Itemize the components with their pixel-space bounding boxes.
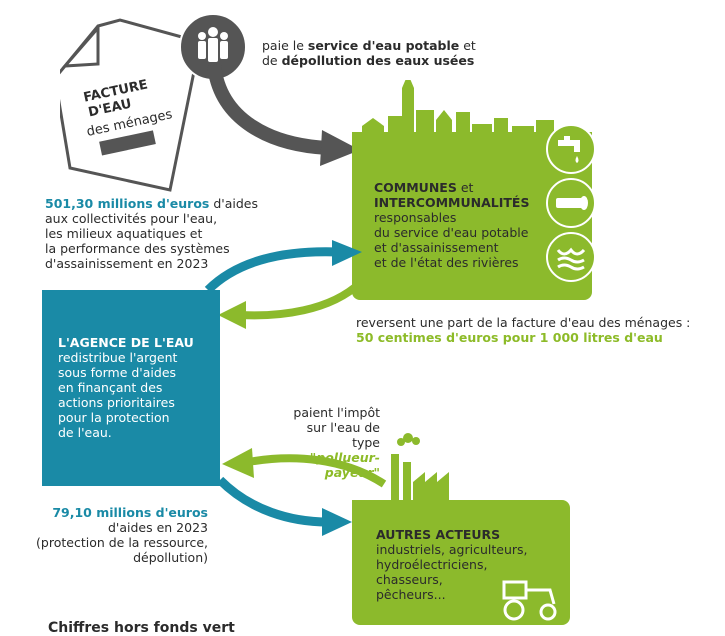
reverse-text: reversent une part de la facture d'eau d… (356, 315, 691, 345)
aid-arrow-to-others (216, 476, 352, 536)
people-icon (179, 13, 247, 81)
water-wave-icon (546, 232, 596, 282)
tractor-icon (502, 580, 557, 621)
households-pay-text: paie le service d'eau potable et de dépo… (262, 38, 476, 68)
factory-icon (391, 433, 449, 502)
others-box (352, 500, 570, 625)
footer-note: Chiffres hors fonds vert (48, 620, 235, 636)
tax-text: paient l'impôt sur l'eau de type "pollue… (293, 405, 380, 480)
communes-box (352, 150, 592, 300)
tap-icon (546, 124, 596, 174)
tax-arrow-to-agency (222, 448, 387, 488)
reversal-arrow-to-agency (218, 280, 363, 329)
aid-collectivities-text: 501,30 millions d'euros d'aides aux coll… (45, 196, 258, 271)
invoice-document (60, 18, 202, 192)
aid-arrow-to-communes (204, 240, 362, 294)
agency-text: L'AGENCE DE L'EAU redistribue l'argent s… (58, 335, 194, 440)
others-text: AUTRES ACTEURS industriels, agriculteurs… (376, 527, 528, 602)
aid-resource-text: 79,10 millions d'euros d'aides en 2023 (… (36, 505, 208, 565)
communes-text: COMMUNES et INTERCOMMUNALITÉS responsabl… (374, 180, 530, 270)
payment-arrow (207, 63, 360, 166)
pipe-icon (546, 178, 596, 228)
agency-box (42, 290, 220, 486)
